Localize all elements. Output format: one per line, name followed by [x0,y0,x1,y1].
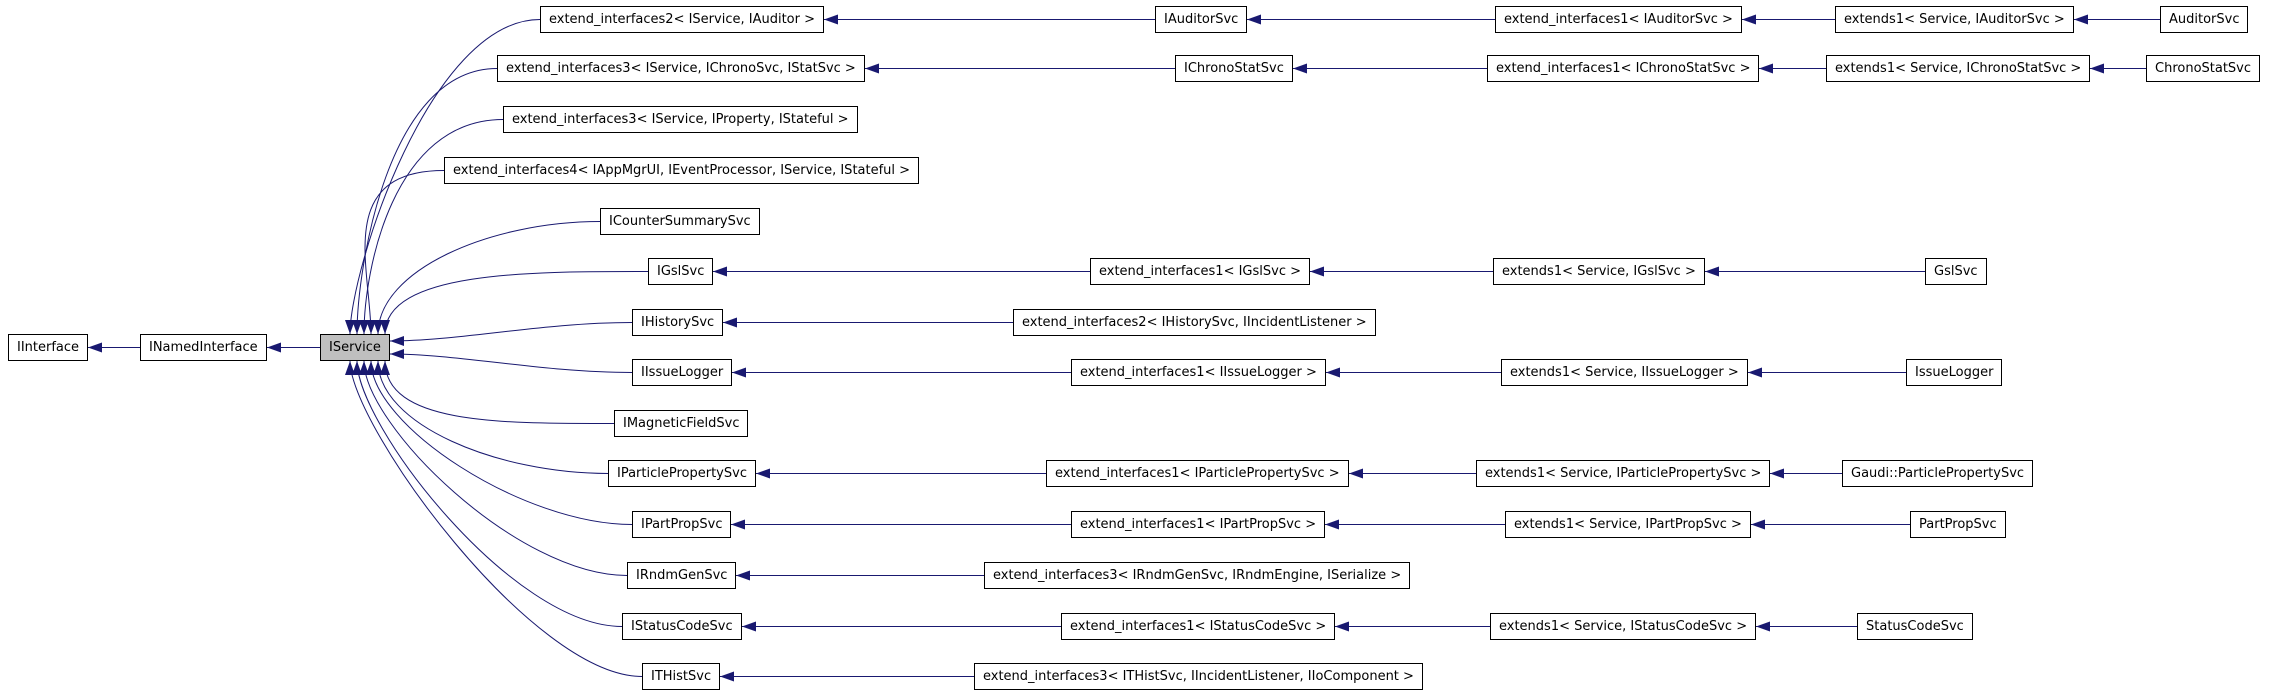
class-box-ex1-service-igslsvc[interactable]: extends1< Service, IGslSvc > [1493,258,1705,285]
class-box-ei1-istatuscodesvc[interactable]: extend_interfaces1< IStatusCodeSvc > [1061,613,1336,640]
class-box-ei1-igslsvc[interactable]: extend_interfaces1< IGslSvc > [1090,258,1311,285]
inheritance-edge-istatuscodesvc-iservice [352,360,623,627]
class-box-igslsvc[interactable]: IGslSvc [648,258,714,285]
class-box-imagneticfieldsvc[interactable]: IMagneticFieldSvc [614,410,749,437]
class-box-iservice: IService [320,334,390,361]
inheritance-edge-ithistsvc-iservice [345,360,643,677]
class-box-iissuelogger[interactable]: IIssueLogger [632,359,733,386]
class-box-partpropsvc[interactable]: PartPropSvc [1910,511,2006,538]
class-box-ihistorysvc[interactable]: IHistorySvc [632,309,724,336]
class-box-ei1-iauditorsvc[interactable]: extend_interfaces1< IAuditorSvc > [1495,6,1742,33]
class-box-iparticlepropertysvc[interactable]: IParticlePropertySvc [608,460,756,487]
class-box-gaudi-particlepropertysvc[interactable]: Gaudi::ParticlePropertySvc [1842,460,2034,487]
class-box-gslsvc[interactable]: GslSvc [1925,258,1987,285]
inheritance-edge-igslsvc-iservice [380,270,649,335]
inheritance-edge-ihistorysvc-iservice [389,322,633,346]
class-box-ipartpropsvc[interactable]: IPartPropSvc [632,511,732,538]
class-box-ex1-service-istatuscodesvc[interactable]: extends1< Service, IStatusCodeSvc > [1490,613,1757,640]
class-box-ex1-service-ipartpropsvc[interactable]: extends1< Service, IPartPropSvc > [1505,511,1751,538]
class-box-inamedinterface[interactable]: INamedInterface [140,334,267,361]
class-box-ichronostatsvc[interactable]: IChronoStatSvc [1175,55,1293,82]
inheritance-edge-ei2-iservice-iauditor-iservice [345,19,541,335]
class-box-ei3-ithistsvc[interactable]: extend_interfaces3< ITHistSvc, IIncident… [974,663,1423,690]
inheritance-edge-ei4-iappmgrui-iservice [364,170,445,335]
class-box-ex1-service-iauditorsvc[interactable]: extends1< Service, IAuditorSvc > [1835,6,2074,33]
class-box-ei3-iservice-iproperty-istateful[interactable]: extend_interfaces3< IService, IProperty,… [503,106,858,133]
class-box-ei2-ihistorysvc-iincidentlistener[interactable]: extend_interfaces2< IHistorySvc, IIncide… [1013,309,1376,336]
class-box-ex1-service-ichronostatsvc[interactable]: extends1< Service, IChronoStatSvc > [1826,55,2091,82]
class-box-icountersummarysvc[interactable]: ICounterSummarySvc [600,208,760,235]
class-box-iinterface[interactable]: IInterface [8,334,89,361]
class-box-ithistsvc[interactable]: ITHistSvc [642,663,721,690]
inheritance-edge-irndmgensvc-iservice [359,360,628,576]
class-box-issuelogger[interactable]: IssueLogger [1906,359,2003,386]
class-box-ex1-service-iissuelogger[interactable]: extends1< Service, IIssueLogger > [1501,359,1748,386]
class-box-istatuscodesvc[interactable]: IStatusCodeSvc [622,613,742,640]
inheritance-edge-ipartpropsvc-iservice [366,360,633,525]
inheritance-edge-icountersummarysvc-iservice [373,221,601,335]
class-box-auditorsvc[interactable]: AuditorSvc [2160,6,2249,33]
class-box-ei2-iservice-iauditor[interactable]: extend_interfaces2< IService, IAuditor > [540,6,824,33]
class-box-ei3-iservice-ichronosvc-istatsvc[interactable]: extend_interfaces3< IService, IChronoSvc… [497,55,865,82]
inheritance-edge-iissuelogger-iservice [389,349,633,373]
class-box-ei1-iissuelogger[interactable]: extend_interfaces1< IIssueLogger > [1071,359,1326,386]
class-box-statuscodesvc[interactable]: StatusCodeSvc [1857,613,1973,640]
class-box-ei1-ichronostatsvc[interactable]: extend_interfaces1< IChronoStatSvc > [1487,55,1760,82]
inheritance-edge-imagneticfieldsvc-iservice [380,360,615,425]
class-box-chronostatsvc[interactable]: ChronoStatSvc [2146,55,2261,82]
class-box-ei4-iappmgrui[interactable]: extend_interfaces4< IAppMgrUI, IEventPro… [444,157,920,184]
class-box-ei1-ipartpropsvc[interactable]: extend_interfaces1< IPartPropSvc > [1071,511,1326,538]
class-box-irndmgensvc[interactable]: IRndmGenSvc [627,562,737,589]
class-box-iauditorsvc[interactable]: IAuditorSvc [1155,6,1248,33]
class-box-ex1-service-iparticlepropertysvc[interactable]: extends1< Service, IParticlePropertySvc … [1476,460,1771,487]
class-box-ei3-irndmgensvc[interactable]: extend_interfaces3< IRndmGenSvc, IRndmEn… [984,562,1411,589]
inheritance-edge-ei3-iservice-iproperty-istateful-iservice [359,119,504,335]
inheritance-edge-ei3-iservice-ichronosvc-istatsvc-iservice [352,68,498,335]
class-box-ei1-iparticlepropertysvc[interactable]: extend_interfaces1< IParticlePropertySvc… [1046,460,1349,487]
inheritance-edge-iparticlepropertysvc-iservice [373,360,609,474]
